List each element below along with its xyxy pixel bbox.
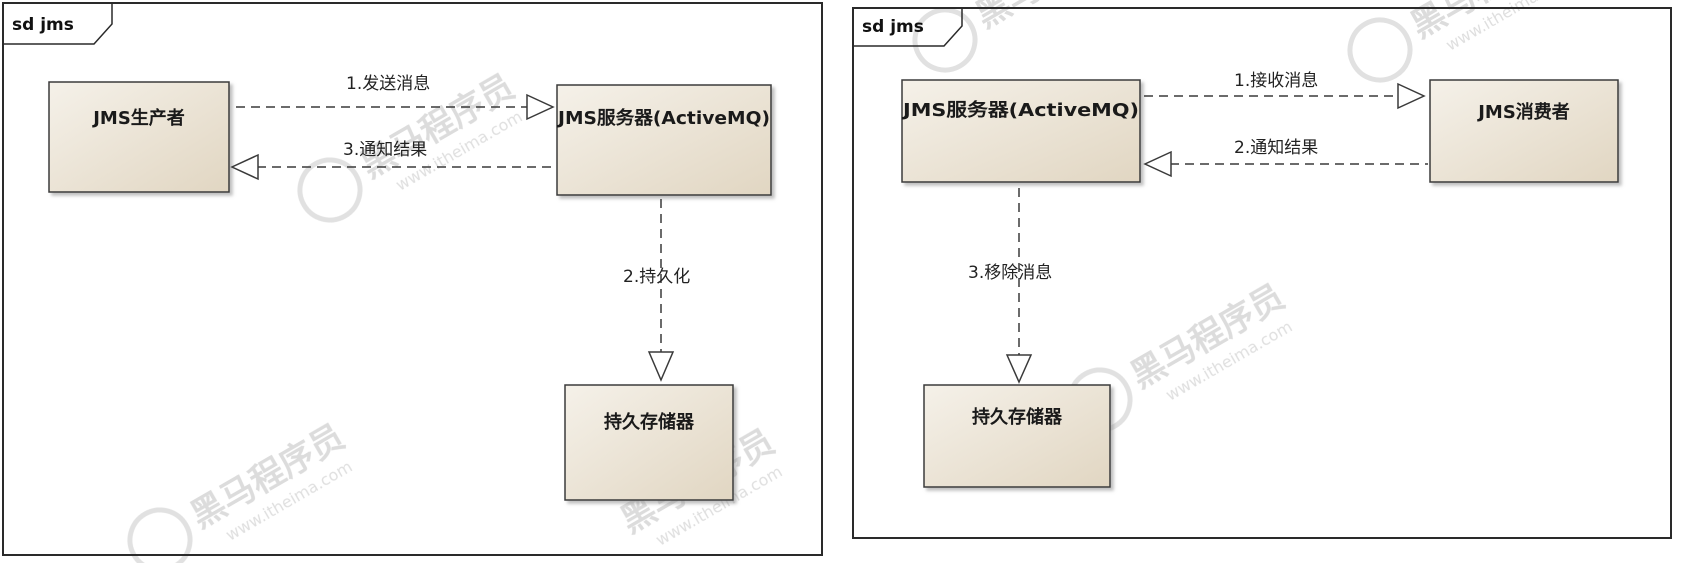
watermark-layer: 黑马程序员 www.itheima.com 黑马程序员 www.itheima.… [127,0,1576,563]
storage-label: 持久存储器 [604,411,695,433]
diagram-frame [2,2,823,556]
right-sequence-diagram: sd jms JMS服务器(ActiveMQ) JMS消费者 持久存储器 1.接… [852,7,1672,539]
producer-label: JMS生产者 [91,107,185,129]
server-label: JMS服务器(ActiveMQ) [556,107,770,129]
producer-node[interactable]: JMS生产者 [48,81,230,193]
receive-message-label: 1.接收消息 [1234,71,1318,91]
left-sequence-diagram: sd jms JMS生产者 JMS服务器(ActiveMQ) 持久存储器 1.发… [2,2,823,556]
consumer-node[interactable]: JMS消费者 [1429,79,1619,183]
receive-message-arrow: 1.接收消息 [1144,71,1426,110]
frame-tab [3,3,113,45]
server-label: JMS服务器(ActiveMQ) [901,99,1139,121]
send-message-arrow: 1.发送消息 [236,74,555,121]
diagram-frame [852,7,1672,539]
server-node[interactable]: JMS服务器(ActiveMQ) [901,79,1141,183]
notify-message-label: 3.通知结果 [343,140,427,160]
frame-tab [853,8,963,47]
frame-label: sd jms [862,17,924,37]
persist-message-label: 2.持久化 [623,267,690,287]
notify-message-arrow: 3.通知结果 [230,140,553,181]
storage-label: 持久存储器 [972,406,1063,428]
frame-label: sd jms [12,15,74,35]
notify-message-arrow: 2.通知结果 [1143,138,1428,178]
watermark-brand: 黑马程序员 [969,0,1136,36]
storage-node[interactable]: 持久存储器 [564,384,734,501]
send-message-label: 1.发送消息 [346,74,430,94]
persist-message-arrow: 2.持久化 [623,199,690,382]
remove-message-arrow: 3.移除消息 [968,188,1052,384]
remove-message-label: 3.移除消息 [968,263,1052,283]
storage-node[interactable]: 持久存储器 [923,384,1111,488]
server-node[interactable]: JMS服务器(ActiveMQ) [556,84,772,196]
notify-message-label: 2.通知结果 [1234,138,1318,158]
consumer-label: JMS消费者 [1476,101,1570,123]
